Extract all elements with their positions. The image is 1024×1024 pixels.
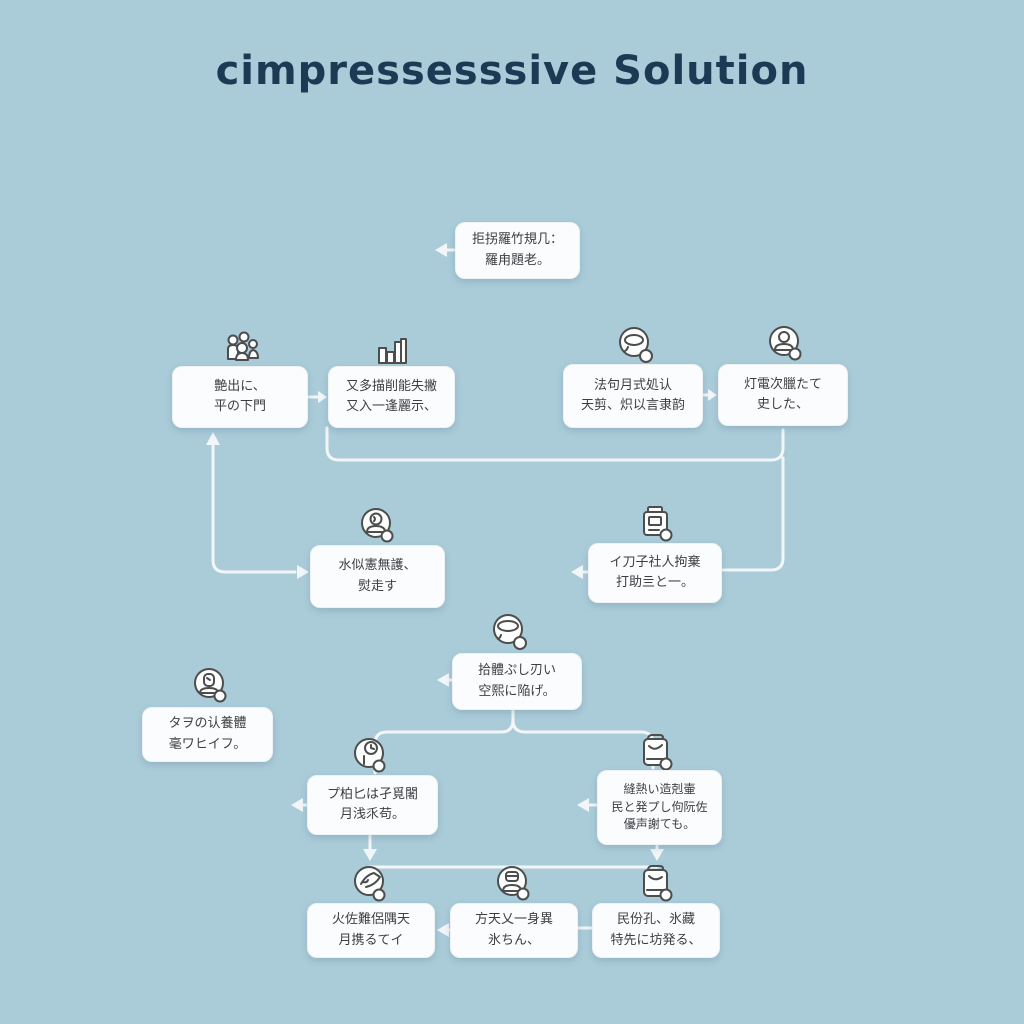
- node-low-left: プ柏匕は孑覓闍 月浅乑苟。: [307, 775, 438, 835]
- person-icon: [190, 666, 230, 706]
- printer-icon: [636, 504, 676, 544]
- node-text: 灯電次臘たて: [743, 376, 822, 392]
- clock-person-icon: [350, 736, 390, 776]
- node-text: 拾體ぷし刃い: [477, 663, 556, 679]
- node-text: 方天乂一身異: [474, 912, 553, 928]
- node-text: プ柏匕は孑覓闍: [326, 786, 418, 802]
- node-text: 打助亖と一。: [615, 575, 694, 590]
- node-text: 優声謝ても。: [623, 817, 696, 832]
- node-bottom-left: 火佐難侶隅天 月携るてイ: [307, 903, 435, 958]
- node-text: 又入一逢麗示、: [345, 399, 437, 414]
- node-text: 史した、: [756, 397, 809, 412]
- person-icon: [357, 506, 397, 546]
- node-low-right: 縫熱い造剋壷 民と発プし佝阮佐 優声謝ても。: [597, 770, 722, 845]
- node-text: 縫熱い造剋壷: [623, 782, 696, 797]
- node-text: イ刀子社人拘棄: [609, 554, 701, 570]
- node-text: 氷ちん、: [487, 932, 540, 948]
- node-text: 特先に坊発る、: [610, 932, 702, 948]
- node-text: タヲの认養體: [168, 716, 247, 732]
- bag-icon: [636, 732, 676, 772]
- node-text: 空熙に陥げ。: [478, 683, 556, 699]
- page-title: cimpressesssive Solution: [215, 48, 809, 94]
- node-text: 拒拐羅竹規几：: [471, 232, 563, 248]
- chat-bubble-icon: [490, 612, 530, 652]
- node-text: 平の下門: [213, 399, 266, 414]
- node-text: 法句月式処认: [593, 377, 672, 393]
- node-text: 火佐難侶隅天: [331, 912, 410, 928]
- node-top: 拒拐羅竹規几： 羅甪題老。: [455, 222, 580, 279]
- node-center: 拾體ぷし刃い 空熙に陥げ。: [452, 653, 582, 710]
- node-text: 水似憲無護、: [338, 558, 417, 574]
- node-row1-1: 艶出に、 平の下門: [172, 366, 308, 428]
- node-text: 月携るてイ: [338, 932, 404, 948]
- node-text: 月浅乑苟。: [339, 807, 405, 822]
- node-side-left: タヲの认養體 毫ワヒイフ。: [142, 707, 273, 762]
- bag-icon: [636, 863, 676, 903]
- person-icon: [765, 324, 805, 364]
- node-text: 民と発プし佝阮佐: [611, 799, 708, 814]
- bar-chart-icon: [372, 330, 412, 370]
- node-text: 艶出に、: [214, 378, 266, 394]
- node-row1-2: 又多描削能失撇 又入一逢麗示、: [328, 366, 455, 428]
- node-row1-3: 法句月式処认 天剪、炽以言隶韵: [563, 364, 703, 428]
- node-text: 又多描削能失撇: [345, 378, 437, 394]
- people-group-icon: [222, 329, 262, 369]
- node-text: 毫ワヒイフ。: [168, 736, 247, 752]
- node-mid-left: 水似憲無護、 熨走す: [310, 545, 445, 608]
- person-pencil-icon: [350, 864, 390, 904]
- node-mid-right: イ刀子社人拘棄 打助亖と一。: [588, 543, 722, 603]
- node-text: 天剪、炽以言隶韵: [580, 398, 685, 413]
- node-text: 熨走す: [357, 578, 397, 594]
- node-bottom-center: 方天乂一身異 氷ちん、: [450, 903, 578, 958]
- chat-bubble-icon: [616, 325, 656, 365]
- node-bottom-right: 民份孔、氷藏 特先に坊発る、: [592, 903, 720, 958]
- node-text: 民份孔、氷藏: [616, 912, 695, 928]
- person-cap-icon: [493, 864, 533, 904]
- node-row1-4: 灯電次臘たて 史した、: [718, 364, 848, 426]
- node-text: 羅甪題老。: [484, 252, 550, 268]
